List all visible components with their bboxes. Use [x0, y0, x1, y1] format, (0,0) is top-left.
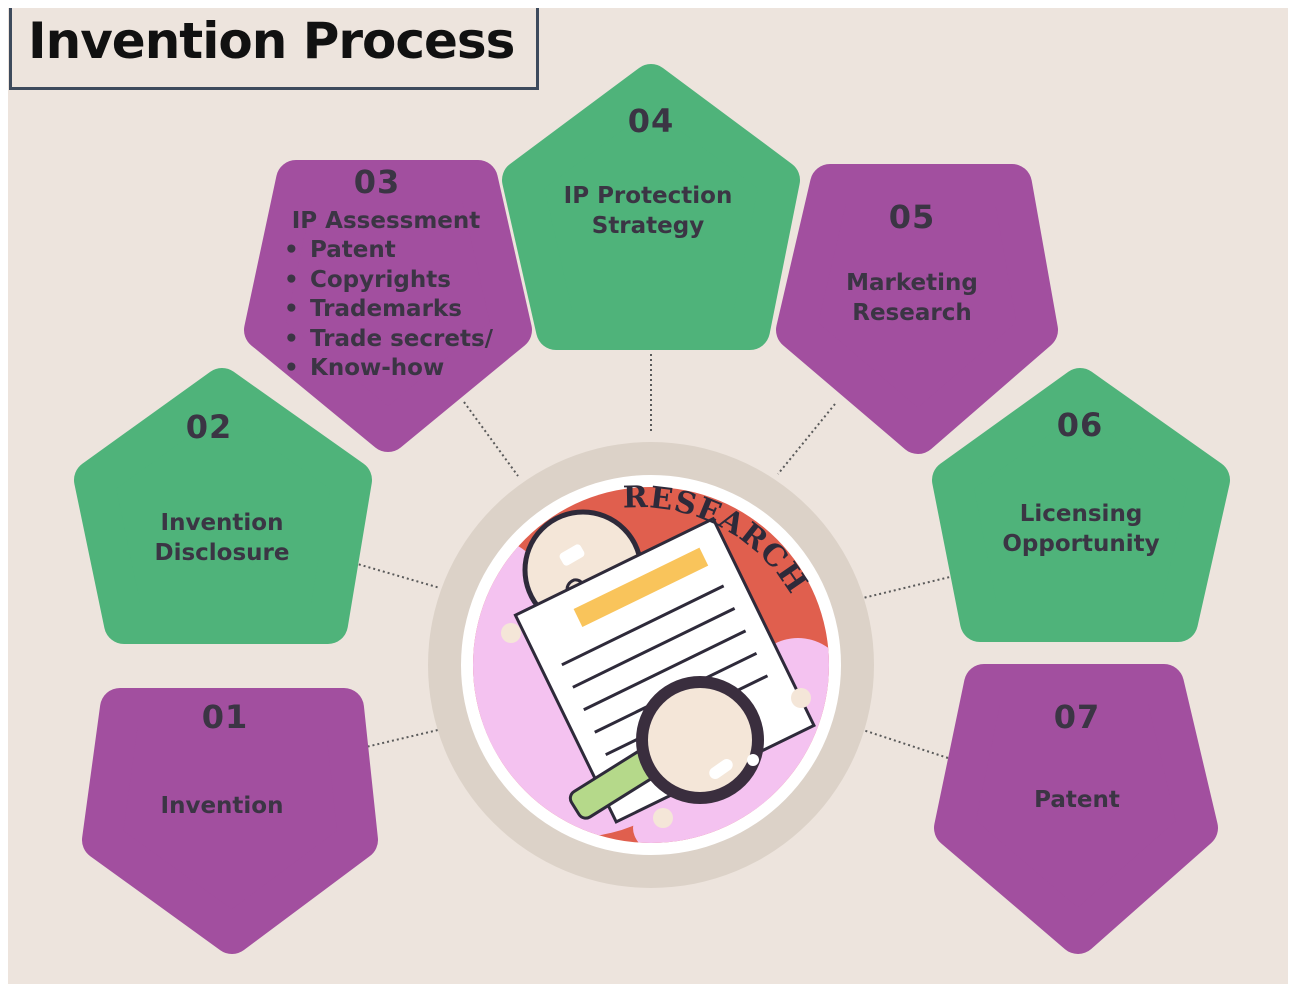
step-03-bullet-list: Patent Copyrights Trademarks Trade secre… — [284, 236, 493, 384]
connector-07 — [862, 729, 949, 759]
step-06-label: Licensing Opportunity — [1002, 501, 1160, 557]
step-02-label: Invention Disclosure — [154, 510, 290, 566]
pentagon-06 — [932, 368, 1230, 642]
pentagon-04 — [502, 64, 800, 350]
step-02-number: 02 — [185, 408, 233, 446]
step-01-label: Invention — [160, 793, 284, 819]
connector-03 — [463, 401, 519, 477]
step-07-label: Patent — [1034, 787, 1120, 813]
connector-02 — [353, 562, 441, 589]
connector-05 — [777, 403, 836, 475]
step-04-label: IP Protection Strategy — [563, 183, 733, 239]
step-03-number: 03 — [353, 163, 401, 201]
pentagon-05 — [776, 164, 1058, 454]
connector-06 — [862, 575, 955, 599]
step-06-number: 06 — [1056, 406, 1104, 444]
research-illustration: RESEARCH — [428, 442, 874, 888]
bullet-item: Patent — [284, 236, 493, 266]
pentagons — [74, 64, 1230, 954]
bullet-item: Know-how — [284, 354, 493, 384]
pentagon-07 — [934, 664, 1218, 954]
bullet-item: Copyrights — [284, 266, 493, 296]
step-07-number: 07 — [1053, 698, 1101, 736]
connectors — [352, 354, 955, 759]
bullet-item: Trade secrets/ — [284, 325, 493, 355]
step-04-number: 04 — [627, 102, 675, 140]
bullet-item: Trademarks — [284, 295, 493, 325]
page-title: Invention Process — [28, 12, 515, 70]
magnifying-glass-icon — [568, 676, 764, 820]
pentagon-02 — [74, 368, 372, 644]
diagram-canvas: RESEARCH Invention Process 01 Invention … — [8, 8, 1288, 984]
title-box: Invention Process — [9, 8, 539, 90]
step-05-label: Marketing Research — [846, 270, 978, 326]
step-01-number: 01 — [201, 698, 249, 736]
pentagon-01 — [82, 688, 378, 954]
diagram-graphics: RESEARCH — [74, 64, 1230, 954]
step-05-number: 05 — [888, 198, 936, 236]
step-03-label: IP Assessment — [291, 208, 481, 234]
